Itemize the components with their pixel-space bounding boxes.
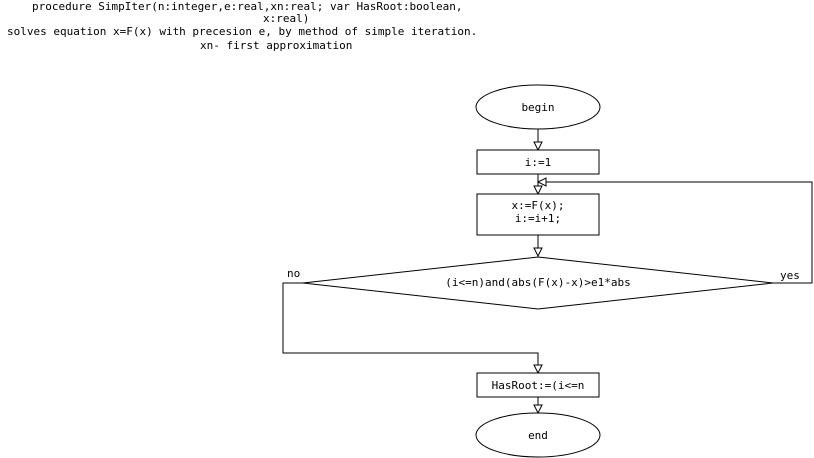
yes-loop-line (546, 181, 813, 284)
procedure-description: solves equation x=F(x) with precesion e,… (7, 25, 478, 38)
condition-label: (i<=n)and(abs(F(x)-x)>e1*abs (445, 276, 630, 289)
iteration-line2: i:=i+1; (515, 212, 561, 225)
arrow-result (533, 364, 543, 375)
procedure-signature-continued: x:real) (263, 12, 310, 25)
no-label: no (287, 267, 300, 280)
yes-label: yes (780, 269, 800, 282)
arrow-condition (533, 247, 543, 258)
procedure-signature: procedure SimpIter(n:integer,e:real,xn:r… (32, 0, 463, 13)
arrow-end (533, 404, 543, 415)
iteration-line1: x:=F(x); (512, 199, 565, 212)
condition-diamond (302, 256, 774, 310)
end-terminal (475, 412, 601, 458)
arrow-loop-back (536, 177, 547, 187)
arrow-body (533, 185, 543, 196)
end-label: end (528, 429, 548, 442)
result-box (476, 372, 600, 398)
begin-label: begin (521, 101, 554, 114)
procedure-note: xn- first approximation (200, 39, 353, 52)
arrow-init (533, 141, 543, 152)
iteration-box (476, 193, 600, 236)
result-label: HasRoot:=(i<=n (492, 379, 585, 392)
no-branch-line (282, 282, 539, 365)
init-label: i:=1 (525, 156, 552, 169)
init-box (476, 149, 600, 175)
